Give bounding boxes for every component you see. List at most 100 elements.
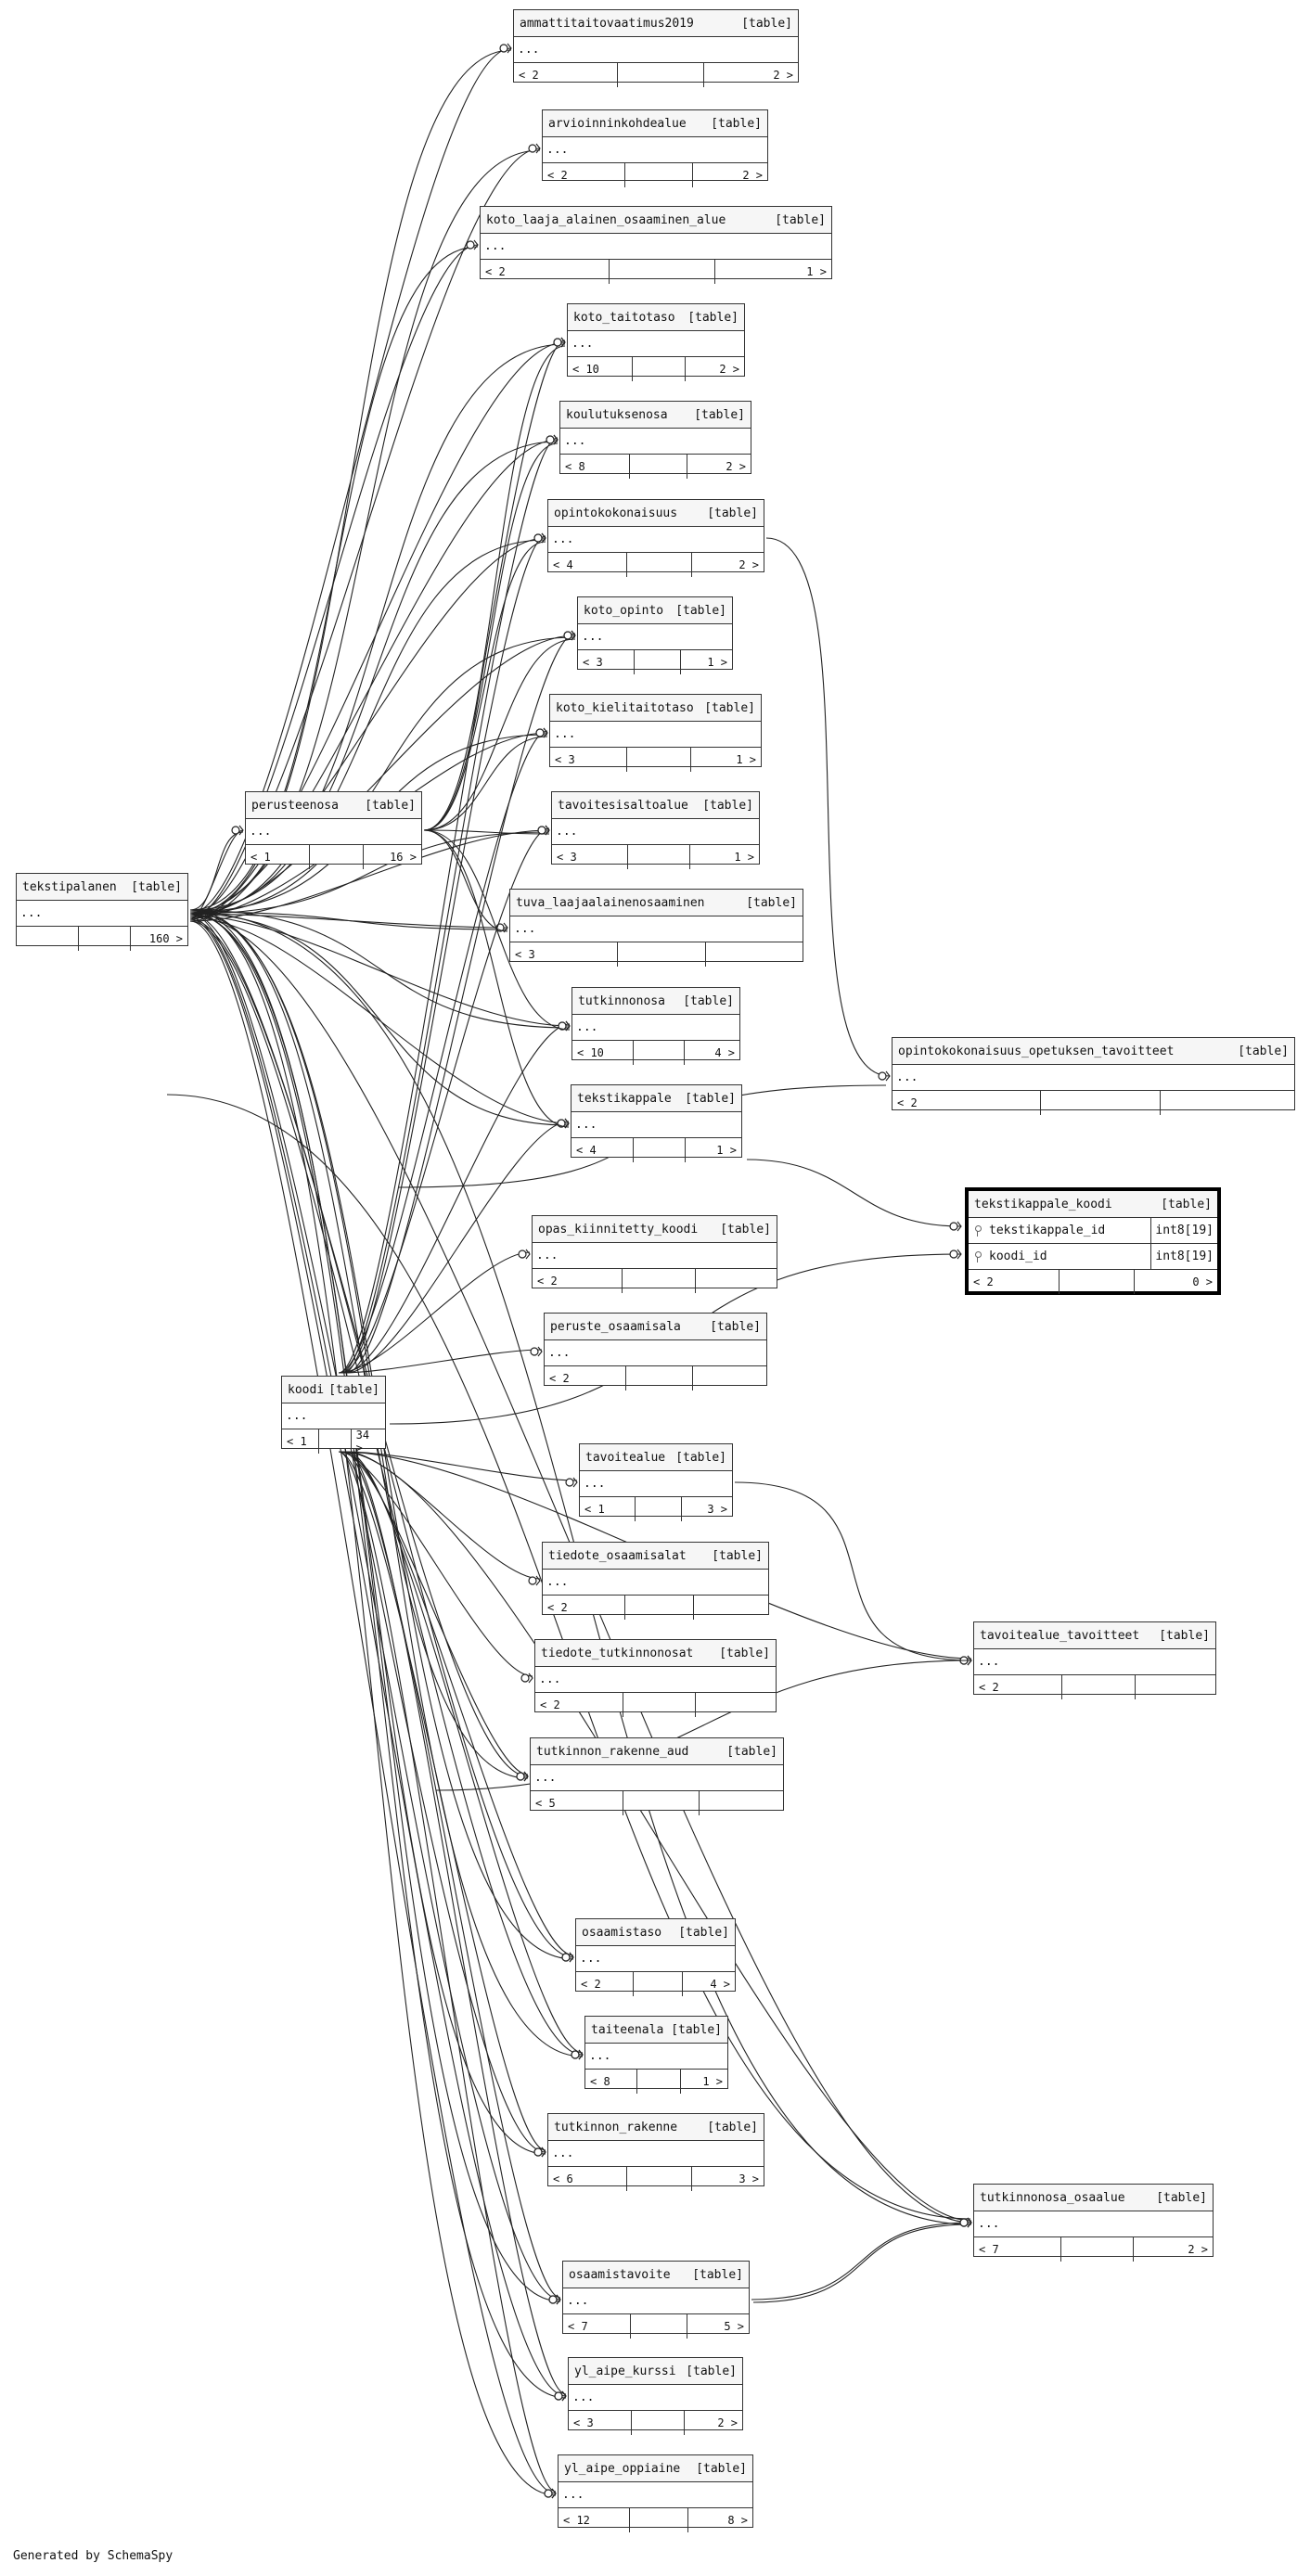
more-columns-row[interactable]: ... [559, 2482, 752, 2508]
table-tutkinnon-rakenne-aud[interactable]: tutkinnon_rakenne_aud[table]...< 5 [530, 1737, 784, 1815]
more-columns-row[interactable]: ... [545, 1340, 766, 1366]
table-header[interactable]: tavoitealue[table] [580, 1444, 732, 1471]
more-columns-row[interactable]: ... [560, 429, 751, 455]
parents-count-link[interactable]: < 8 [585, 2070, 637, 2094]
table-header[interactable]: yl_aipe_kurssi[table] [569, 2358, 742, 2385]
table-tekstikappale-koodi[interactable]: tekstikappale_koodi[table]tekstikappale_… [965, 1187, 1221, 1295]
table-koulutuksenosa[interactable]: koulutuksenosa[table]...< 8 2 > [559, 401, 751, 479]
parents-count-link[interactable]: < 3 [552, 845, 628, 869]
parents-count-link[interactable]: < 2 [533, 1269, 623, 1293]
table-name[interactable]: koto_opinto [584, 603, 664, 618]
more-columns-row[interactable]: ... [563, 2288, 749, 2314]
more-columns-row[interactable]: ... [535, 1667, 776, 1693]
children-count-link[interactable]: 1 > [702, 2075, 723, 2088]
children-count-link[interactable]: 8 > [727, 2514, 748, 2527]
table-header[interactable]: tiedote_osaamisalat[table] [543, 1543, 768, 1570]
children-count-link[interactable] [694, 1596, 768, 1620]
children-count-link[interactable]: 1 > [707, 656, 727, 669]
table-name[interactable]: osaamistavoite [569, 2267, 671, 2282]
parents-count-link[interactable]: < 4 [548, 553, 628, 577]
parents-count-link[interactable]: < 2 [543, 1596, 626, 1620]
more-columns-row[interactable]: ... [578, 624, 732, 650]
more-columns-row[interactable]: ... [576, 1946, 735, 1972]
parents-count-link[interactable]: < 2 [969, 1270, 1060, 1294]
table-header[interactable]: tutkinnon_rakenne[table] [548, 2114, 764, 2141]
more-columns-row[interactable]: ... [17, 901, 187, 927]
more-columns-row[interactable]: ... [531, 1765, 783, 1791]
children-count-link[interactable]: 16 > [390, 851, 417, 864]
children-count-link[interactable]: 2 > [773, 69, 793, 82]
parents-count-link[interactable]: < 8 [560, 455, 631, 479]
table-name[interactable]: yl_aipe_oppiaine [564, 2461, 681, 2476]
table-header[interactable]: yl_aipe_oppiaine[table] [559, 2455, 752, 2482]
parents-count-link[interactable]: < 6 [548, 2167, 628, 2191]
table-name[interactable]: koulutuksenosa [566, 407, 668, 422]
table-header[interactable]: ammattitaitovaatimus2019[table] [514, 10, 798, 37]
children-count-link[interactable] [693, 1366, 766, 1391]
table-koto-laaja-alainen-osaaminen-alue[interactable]: koto_laaja_alainen_osaaminen_alue[table]… [480, 206, 832, 284]
table-yl-aipe-oppiaine[interactable]: yl_aipe_oppiaine[table]...< 12 8 > [558, 2454, 753, 2532]
table-header[interactable]: tekstikappale[table] [572, 1085, 741, 1112]
more-columns-row[interactable]: ... [550, 722, 761, 748]
parents-count-link[interactable]: < 2 [535, 1693, 624, 1717]
parents-count-link[interactable]: < 12 [559, 2508, 630, 2532]
table-name[interactable]: tiedote_tutkinnonosat [541, 1646, 694, 1660]
table-name[interactable]: ammattitaitovaatimus2019 [520, 16, 694, 31]
children-count-link[interactable]: 2 > [719, 363, 739, 376]
table-header[interactable]: osaamistaso[table] [576, 1919, 735, 1946]
parents-count-link[interactable]: < 3 [569, 2411, 633, 2435]
table-name[interactable]: opintokokonaisuus_opetuksen_tavoitteet [898, 1044, 1175, 1058]
parents-count-link[interactable]: < 7 [563, 2314, 632, 2339]
table-name[interactable]: tavoitealue [585, 1450, 666, 1465]
children-count-link[interactable] [706, 942, 803, 967]
table-header[interactable]: koulutuksenosa[table] [560, 402, 751, 429]
table-header[interactable]: opintokokonaisuus_opetuksen_tavoitteet[t… [893, 1038, 1294, 1065]
parents-count-link[interactable]: < 1 [282, 1429, 320, 1454]
table-name[interactable]: koto_laaja_alainen_osaaminen_alue [486, 212, 726, 227]
table-header[interactable]: perusteenosa[table] [246, 792, 421, 819]
children-count-link[interactable] [1136, 1675, 1215, 1699]
table-name[interactable]: arvioinninkohdealue [548, 116, 687, 131]
more-columns-row[interactable]: ... [548, 2141, 764, 2167]
table-name[interactable]: tutkinnon_rakenne [554, 2120, 678, 2134]
table-header[interactable]: tekstikappale_koodi[table] [969, 1191, 1217, 1218]
children-count-link[interactable] [696, 1269, 777, 1293]
more-columns-row[interactable]: ... [572, 1112, 741, 1138]
parents-count-link[interactable]: < 2 [514, 63, 619, 87]
table-header[interactable]: opintokokonaisuus[table] [548, 500, 764, 527]
children-count-link[interactable]: 160 > [148, 932, 183, 945]
table-name[interactable]: tekstikappale [577, 1091, 672, 1106]
children-count-link[interactable]: 2 > [738, 558, 760, 571]
table-name[interactable]: koodi [288, 1382, 325, 1397]
table-name[interactable]: koto_taitotaso [573, 310, 675, 325]
parents-count-link[interactable]: < 3 [510, 942, 618, 967]
more-columns-row[interactable]: ... [569, 2385, 742, 2411]
table-tekstipalanen[interactable]: tekstipalanen[table]...160 > [16, 873, 188, 951]
table-header[interactable]: tutkinnon_rakenne_aud[table] [531, 1738, 783, 1765]
more-columns-row[interactable]: ... [552, 819, 759, 845]
table-opintokokonaisuus-opetuksen-tavoitteet[interactable]: opintokokonaisuus_opetuksen_tavoitteet[t… [892, 1037, 1295, 1115]
children-count-link[interactable]: 2 > [726, 460, 747, 473]
parents-count-link[interactable] [17, 927, 80, 951]
table-header[interactable]: koto_kielitaitotaso[table] [550, 695, 761, 722]
more-columns-row[interactable]: ... [585, 2044, 727, 2070]
table-tiedote-tutkinnonosat[interactable]: tiedote_tutkinnonosat[table]...< 2 [534, 1639, 777, 1717]
parents-count-link[interactable]: < 2 [543, 163, 625, 187]
children-count-link[interactable]: 2 > [742, 169, 763, 182]
more-columns-row[interactable]: ... [510, 916, 803, 942]
